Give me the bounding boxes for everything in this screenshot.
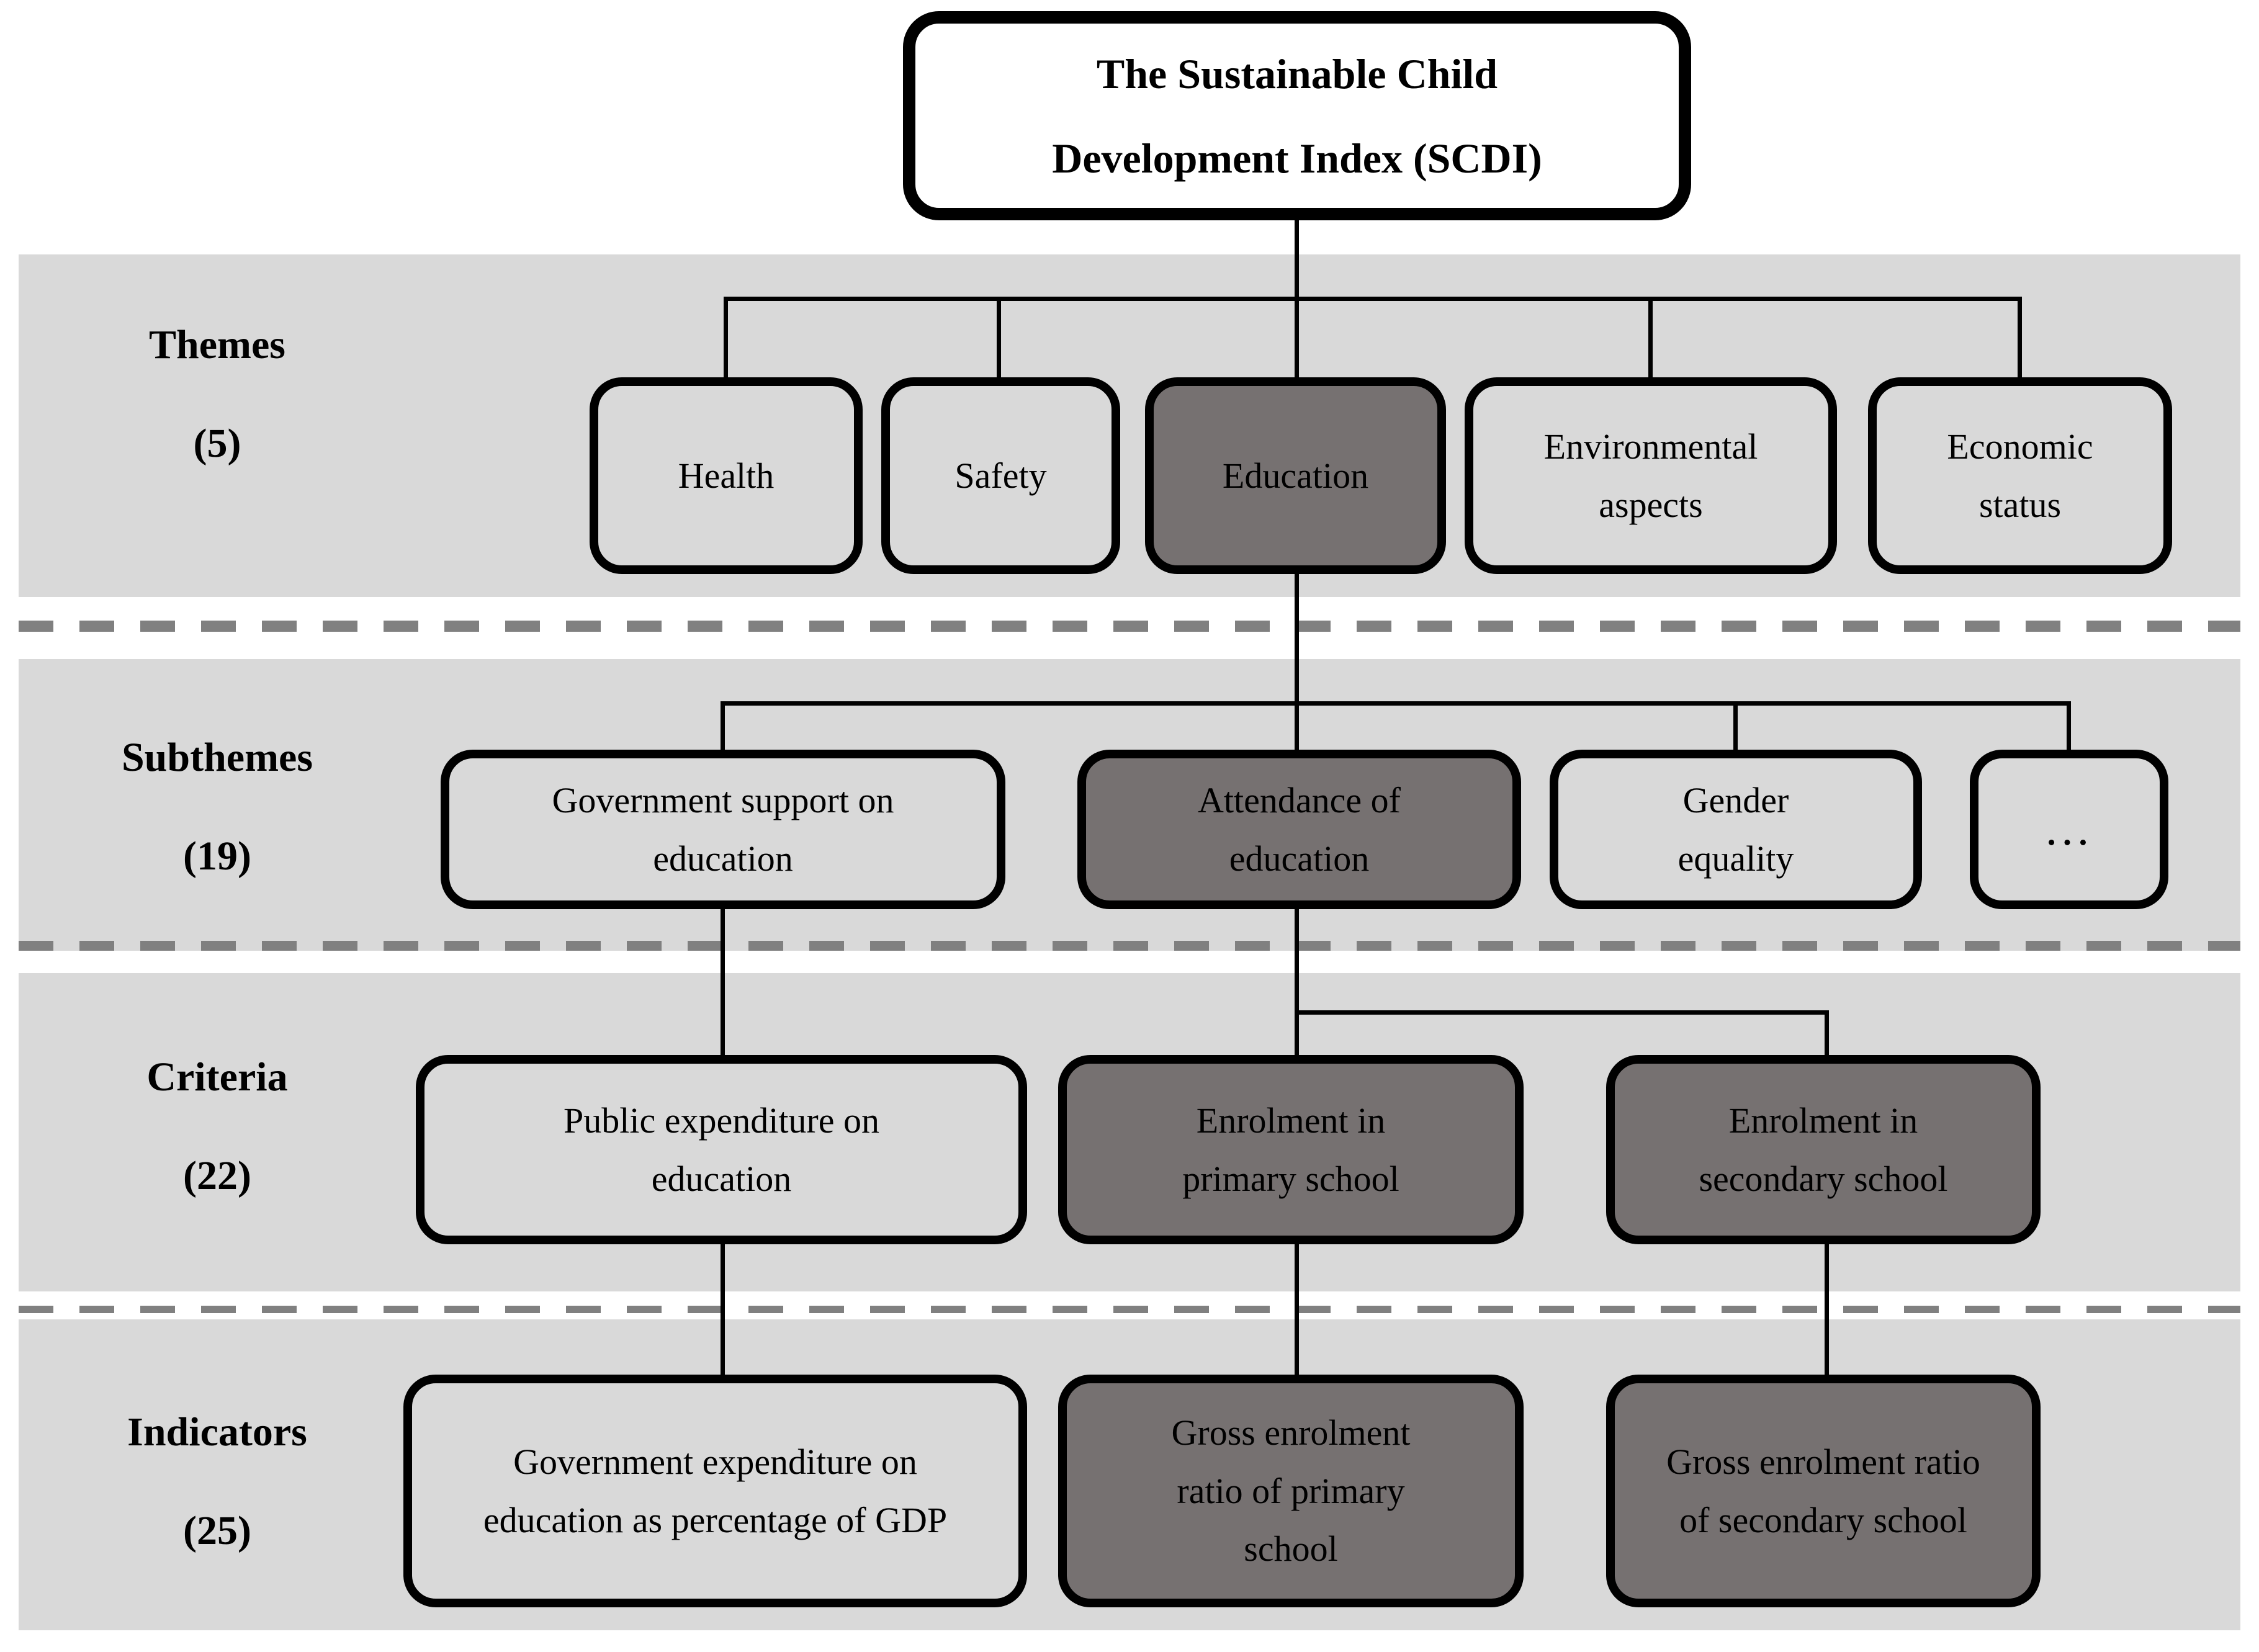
- node-subtheme-attendance: Attendance of education: [1077, 750, 1521, 909]
- dashed-divider-3: [19, 1306, 2240, 1313]
- node-label: Health: [678, 455, 775, 496]
- node-label: Economic status: [1947, 426, 2093, 525]
- row-label-subthemes: Subthemes (19): [74, 735, 360, 879]
- node-label: Gross enrolment ratio of secondary schoo…: [1666, 1441, 1980, 1540]
- connector-drop-environmental: [1648, 297, 1653, 379]
- row-label-subthemes-count: (19): [183, 833, 251, 879]
- connector-drop-health: [724, 297, 728, 379]
- dashed-divider-2: [19, 941, 2240, 951]
- connector-drop-safety: [997, 297, 1001, 379]
- root-title-line1: The Sustainable Child: [1096, 50, 1498, 97]
- node-label: Gender equality: [1677, 779, 1794, 879]
- dashed-divider-1: [19, 621, 2240, 632]
- node-label: Enrolment in secondary school: [1699, 1100, 1948, 1199]
- node-theme-economic-status: Economic status: [1868, 377, 2172, 574]
- connector-drop-gov-support: [721, 701, 725, 752]
- node-label: Gross enrolment ratio of primary school: [1171, 1412, 1411, 1569]
- row-label-themes: Themes (5): [93, 322, 341, 466]
- row-label-criteria-count: (22): [183, 1152, 251, 1198]
- node-subtheme-ellipsis: …: [1970, 750, 2168, 909]
- connector-drop-secondary: [1825, 1010, 1829, 1058]
- node-label: Safety: [954, 455, 1047, 496]
- row-label-themes-count: (5): [193, 420, 241, 466]
- connector-drop-gender: [1733, 701, 1738, 752]
- node-theme-education: Education: [1145, 377, 1446, 574]
- node-label: Education: [1222, 455, 1369, 496]
- connector-criteria-bus: [1295, 1010, 1829, 1015]
- node-criterion-enrolment-secondary: Enrolment in secondary school: [1606, 1055, 2041, 1244]
- connector-public-to-gdp: [721, 1242, 725, 1377]
- node-theme-environmental-aspects: Environmental aspects: [1465, 377, 1837, 574]
- connector-education-stem: [1295, 573, 1299, 753]
- connector-drop-education: [1295, 297, 1299, 379]
- node-indicator-gross-primary: Gross enrolment ratio of primary school: [1058, 1375, 1524, 1607]
- node-indicator-gross-secondary: Gross enrolment ratio of secondary schoo…: [1606, 1375, 2041, 1607]
- node-criterion-public-expenditure: Public expenditure on education: [416, 1055, 1027, 1244]
- connector-drop-economic: [2018, 297, 2022, 379]
- node-label: Enrolment in primary school: [1182, 1100, 1399, 1199]
- node-label: Government expenditure on education as p…: [483, 1441, 948, 1540]
- connector-att-to-primary: [1295, 908, 1299, 1058]
- node-indicator-gov-expenditure-gdp: Government expenditure on education as p…: [403, 1375, 1027, 1607]
- node-label: Government support on education: [552, 779, 894, 879]
- node-label: Public expenditure on education: [563, 1100, 879, 1199]
- row-label-criteria-name: Criteria: [146, 1054, 288, 1100]
- node-criterion-enrolment-primary: Enrolment in primary school: [1058, 1055, 1524, 1244]
- node-label: Environmental aspects: [1543, 426, 1758, 525]
- row-label-criteria: Criteria (22): [93, 1054, 341, 1198]
- root-title-line2: Development Index (SCDI): [1052, 134, 1542, 182]
- connector-primary-to-gross: [1295, 1242, 1299, 1377]
- row-label-themes-name: Themes: [149, 322, 285, 367]
- row-label-indicators: Indicators (25): [74, 1409, 360, 1553]
- node-label: Attendance of education: [1198, 779, 1401, 879]
- node-label: …: [2044, 802, 2095, 855]
- connector-gov-to-public: [721, 908, 725, 1058]
- connector-root-stem: [1295, 219, 1299, 300]
- node-subtheme-gender-equality: Gender equality: [1550, 750, 1922, 909]
- node-scdi-root: The Sustainable Child Development Index …: [903, 11, 1691, 220]
- connector-secondary-to-gross: [1825, 1242, 1829, 1377]
- row-label-indicators-count: (25): [183, 1507, 251, 1553]
- row-label-indicators-name: Indicators: [127, 1409, 307, 1455]
- connector-themes-bus: [724, 297, 2022, 301]
- row-label-subthemes-name: Subthemes: [121, 735, 313, 780]
- connector-drop-ellipsis: [2067, 701, 2071, 752]
- node-subtheme-government-support: Government support on education: [441, 750, 1005, 909]
- node-theme-safety: Safety: [881, 377, 1120, 574]
- connector-subthemes-bus: [721, 701, 2071, 706]
- node-theme-health: Health: [590, 377, 863, 574]
